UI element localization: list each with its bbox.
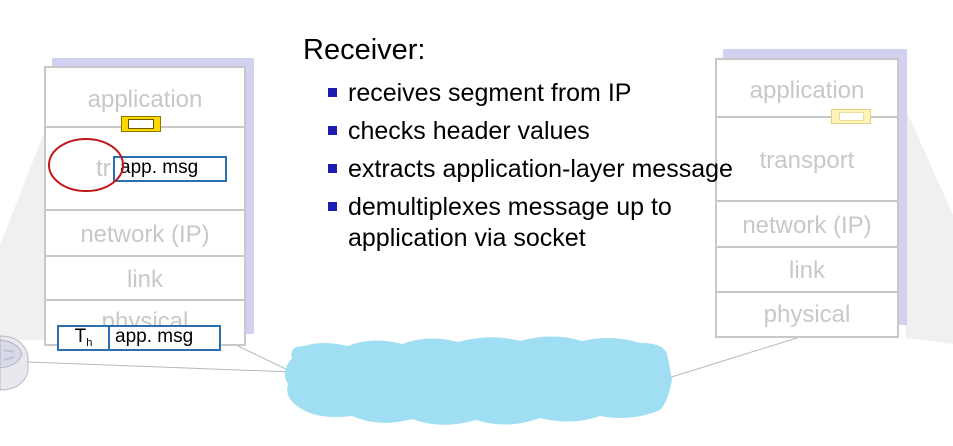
left-transport-message-label: app. msg (120, 157, 199, 178)
bullet-item: extracts application-layer message (327, 154, 747, 185)
right-socket-icon (831, 109, 871, 124)
receiver-title: Receiver: (303, 34, 426, 66)
right-layer-link: link (717, 248, 897, 293)
bullet-square-icon (328, 164, 337, 173)
middle-link (237, 345, 293, 373)
left-transport-message-box: app. msg (113, 156, 227, 182)
bullet-text: receives segment from IP (348, 79, 632, 107)
left-beam (0, 128, 46, 340)
right-protocol-stack: application transport network (IP) link … (715, 58, 899, 338)
right-layer-transport: transport (717, 118, 897, 202)
left-layer-link: link (46, 257, 244, 301)
right-beam (906, 110, 953, 344)
bullet-item: checks header values (327, 116, 747, 147)
bullet-item: receives segment from IP (327, 78, 747, 109)
segment-header-box: Th (57, 325, 110, 351)
router-icon (0, 335, 29, 391)
left-layer-network: network (IP) (46, 211, 244, 257)
bullet-item: demultiplexes message up to application … (327, 192, 747, 254)
bullet-square-icon (328, 202, 337, 211)
bullet-square-icon (328, 126, 337, 135)
segment-header-subscript: h (86, 337, 93, 349)
segment-payload-box: app. msg (108, 325, 221, 351)
segment-header-label: T (74, 326, 87, 347)
bullet-text: extracts application-layer message (348, 155, 733, 183)
left-layer-transport: tr (46, 128, 244, 211)
right-layer-physical: physical (763, 301, 851, 328)
right-link (661, 336, 801, 381)
left-socket-icon (121, 116, 161, 132)
bullet-square-icon (328, 88, 337, 97)
segment-payload-label: app. msg (115, 326, 194, 347)
bullet-text: demultiplexes message up to application … (348, 193, 672, 252)
left-protocol-stack: application tr network (IP) link physica… (44, 66, 246, 346)
right-layer-application: application (717, 60, 897, 118)
left-link (27, 361, 293, 373)
receiver-bullet-list: receives segment from IP checks header v… (327, 78, 747, 261)
network-cloud (284, 336, 672, 425)
highlight-circle (48, 138, 124, 192)
right-layer-network: network (IP) (717, 202, 897, 248)
bullet-text: checks header values (348, 117, 590, 145)
